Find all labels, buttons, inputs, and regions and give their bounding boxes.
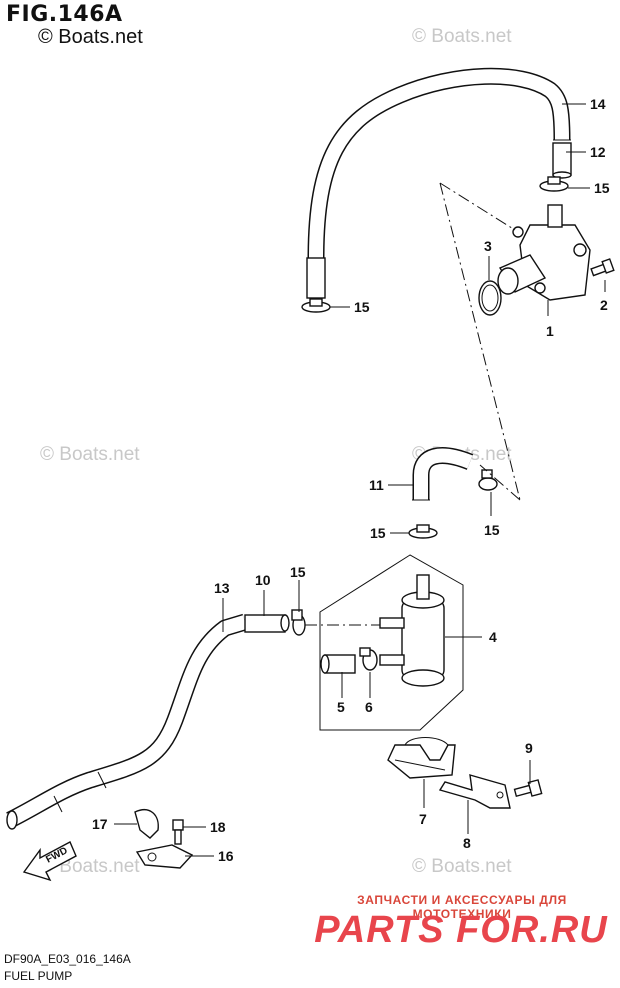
- fuel-hose-11: [412, 447, 474, 501]
- callout-15: 15: [484, 522, 500, 538]
- callout-9: 9: [525, 740, 533, 756]
- callout-17: 17: [92, 816, 108, 832]
- bolt-9: [513, 779, 543, 798]
- callout-10: 10: [255, 572, 271, 588]
- callout-5: 5: [337, 699, 345, 715]
- callout-6: 6: [365, 699, 373, 715]
- section-name: FUEL PUMP: [4, 969, 73, 983]
- promo-tagline: ЗАПЧАСТИ И АКСЕССУАРЫ ДЛЯ МОТОТЕХНИКИ: [357, 893, 567, 921]
- mounting-bracket-8: [438, 774, 511, 809]
- callout-15: 15: [354, 299, 370, 315]
- fuel-filter-4: [379, 574, 445, 687]
- callout-12: 12: [590, 144, 606, 160]
- hose-clamp-15: [539, 176, 569, 192]
- diagram-code: DF90A_E03_016_146A: [4, 952, 131, 966]
- copyright-notice: © Boats.net: [38, 26, 143, 48]
- callout-1: 1: [546, 323, 554, 339]
- callout-2: 2: [600, 297, 608, 313]
- hose-clamp-15: [408, 524, 438, 539]
- filter-bracket-7: [387, 737, 456, 779]
- hose-clamp-15: [291, 609, 306, 636]
- callout-8: 8: [463, 835, 471, 851]
- fwd-direction-arrow: FWD: [22, 841, 77, 882]
- callout-15: 15: [290, 564, 306, 580]
- watermark: © Boats.net: [412, 856, 512, 877]
- watermark: © Boats.net: [412, 26, 512, 47]
- hose-stub-left: [306, 257, 326, 299]
- clamp-6: [359, 647, 378, 671]
- hose-clamp-15: [301, 298, 331, 313]
- clamp-17: [134, 809, 159, 839]
- bolt-2: [590, 258, 615, 277]
- pump-outline-dashes: [439, 182, 521, 501]
- callout-labels: 1 2 3 4 5 6 7 8 9 10 11 12 13 14 15 15 1…: [92, 96, 610, 864]
- callout-11: 11: [369, 477, 384, 493]
- bolt-18: [172, 819, 184, 845]
- callout-18: 18: [210, 819, 226, 835]
- callout-16: 16: [218, 848, 234, 864]
- leader-lines: [114, 103, 606, 857]
- hose-clamp-15: [478, 469, 498, 491]
- callout-15: 15: [594, 180, 610, 196]
- logo-text: PARTS FOR.RU: [314, 909, 608, 950]
- callout-4: 4: [489, 629, 497, 645]
- fuel-hose-10: [244, 614, 290, 633]
- callout-15: 15: [370, 525, 386, 541]
- fuel-hose-12: [552, 142, 572, 179]
- fuel-pump-1: [497, 204, 591, 301]
- fuel-hose-13: [6, 613, 248, 830]
- callout-3: 3: [484, 238, 492, 254]
- filter-outline: [319, 554, 464, 731]
- callout-14: 14: [590, 96, 606, 112]
- o-ring-3: [478, 280, 502, 316]
- plate-16: [135, 844, 194, 869]
- partsfor-logo: PARTS FOR.RU: [314, 909, 608, 950]
- callout-13: 13: [214, 580, 230, 596]
- figure-title: FIG.146A: [6, 2, 123, 27]
- callout-7: 7: [419, 811, 427, 827]
- watermark: © Boats.net: [40, 444, 140, 465]
- hose-5: [320, 654, 356, 674]
